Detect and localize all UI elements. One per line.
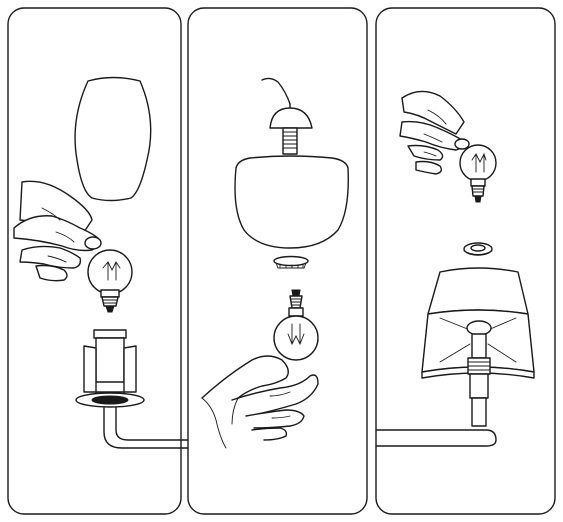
hand-with-bulb xyxy=(13,180,133,313)
panel-1 xyxy=(7,7,182,515)
thumbnail xyxy=(454,138,470,150)
bulb-base xyxy=(471,185,485,197)
bowl-shade xyxy=(234,155,349,249)
wall-arm xyxy=(375,429,497,447)
socket-body xyxy=(95,337,125,383)
bulb-globe xyxy=(87,249,133,295)
pendant-canopy xyxy=(269,107,313,129)
hand-with-bulb xyxy=(201,289,319,449)
pendant-cable xyxy=(261,77,291,105)
panel-3-frame xyxy=(375,7,556,515)
bulb-globe xyxy=(459,144,497,182)
panel-2-frame xyxy=(187,7,368,515)
table-lamp-holder xyxy=(75,329,182,449)
socket-top xyxy=(93,329,127,339)
shade-ring xyxy=(463,242,493,256)
bulb-neck xyxy=(100,289,120,298)
socket-clips xyxy=(83,345,137,393)
panel-1-frame xyxy=(7,7,182,515)
bulb-neck xyxy=(470,178,486,187)
bulb-globe xyxy=(273,315,319,361)
threaded-socket xyxy=(282,127,298,155)
wall-light-socket xyxy=(375,357,497,447)
shade-top xyxy=(427,267,529,315)
bulb-neck xyxy=(288,307,304,317)
thumbnail xyxy=(84,236,102,250)
bulb-base xyxy=(101,296,119,307)
panel-2 xyxy=(180,7,368,515)
hand-with-bulb xyxy=(399,90,497,203)
ring-nut xyxy=(273,255,309,267)
glass-shade xyxy=(74,76,152,202)
square-shade xyxy=(421,267,535,379)
panel-3 xyxy=(375,7,556,515)
